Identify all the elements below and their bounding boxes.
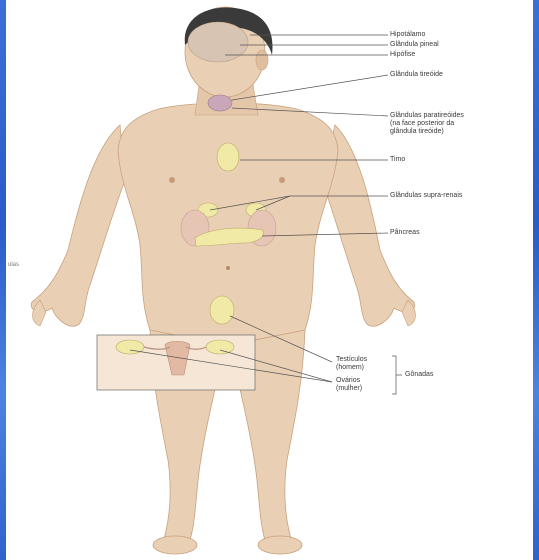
label-pineal: Glândula pineal	[390, 41, 439, 49]
left-text-fragment: ulas	[8, 262, 19, 268]
label-testes: Testículos (homem)	[336, 356, 367, 372]
navel	[226, 266, 230, 270]
ovary-inset	[97, 335, 255, 390]
label-thyroid: Glândula tireóide	[390, 71, 443, 79]
label-parathyroid: Glândulas paratireóides (na face posteri…	[390, 112, 464, 136]
parathyroid-line-1: Glândulas paratireóides	[390, 112, 464, 120]
testes-gland	[210, 296, 234, 324]
human-body	[31, 7, 415, 554]
label-gonads: Gônadas	[405, 371, 433, 378]
left-foot	[258, 536, 302, 554]
testes-line-2: (homem)	[336, 364, 367, 372]
ovaries-line-2: (mulher)	[336, 385, 362, 393]
label-thymus: Timo	[390, 156, 405, 164]
parathyroid-line-3: glândula tireóide)	[390, 128, 464, 136]
brain	[188, 22, 248, 62]
nipple-left	[279, 177, 285, 183]
right-foot	[153, 536, 197, 554]
ear	[256, 50, 268, 70]
thyroid-gland	[208, 95, 232, 111]
parathyroid-line-2: (na face posterior da	[390, 120, 464, 128]
label-pancreas: Pâncreas	[390, 229, 420, 237]
label-ovaries: Ovários (mulher)	[336, 377, 362, 393]
gonads-brace	[392, 356, 402, 394]
nipple-right	[169, 177, 175, 183]
label-pituitary: Hipófise	[390, 51, 415, 59]
right-arm	[31, 125, 125, 326]
label-hypothalamus: Hipotálamo	[390, 31, 425, 39]
testes-line-1: Testículos	[336, 356, 367, 364]
ovary-left	[206, 340, 234, 354]
thymus-gland	[217, 143, 239, 171]
ovaries-line-1: Ovários	[336, 377, 362, 385]
label-adrenal: Glândulas supra-renais	[390, 192, 462, 200]
